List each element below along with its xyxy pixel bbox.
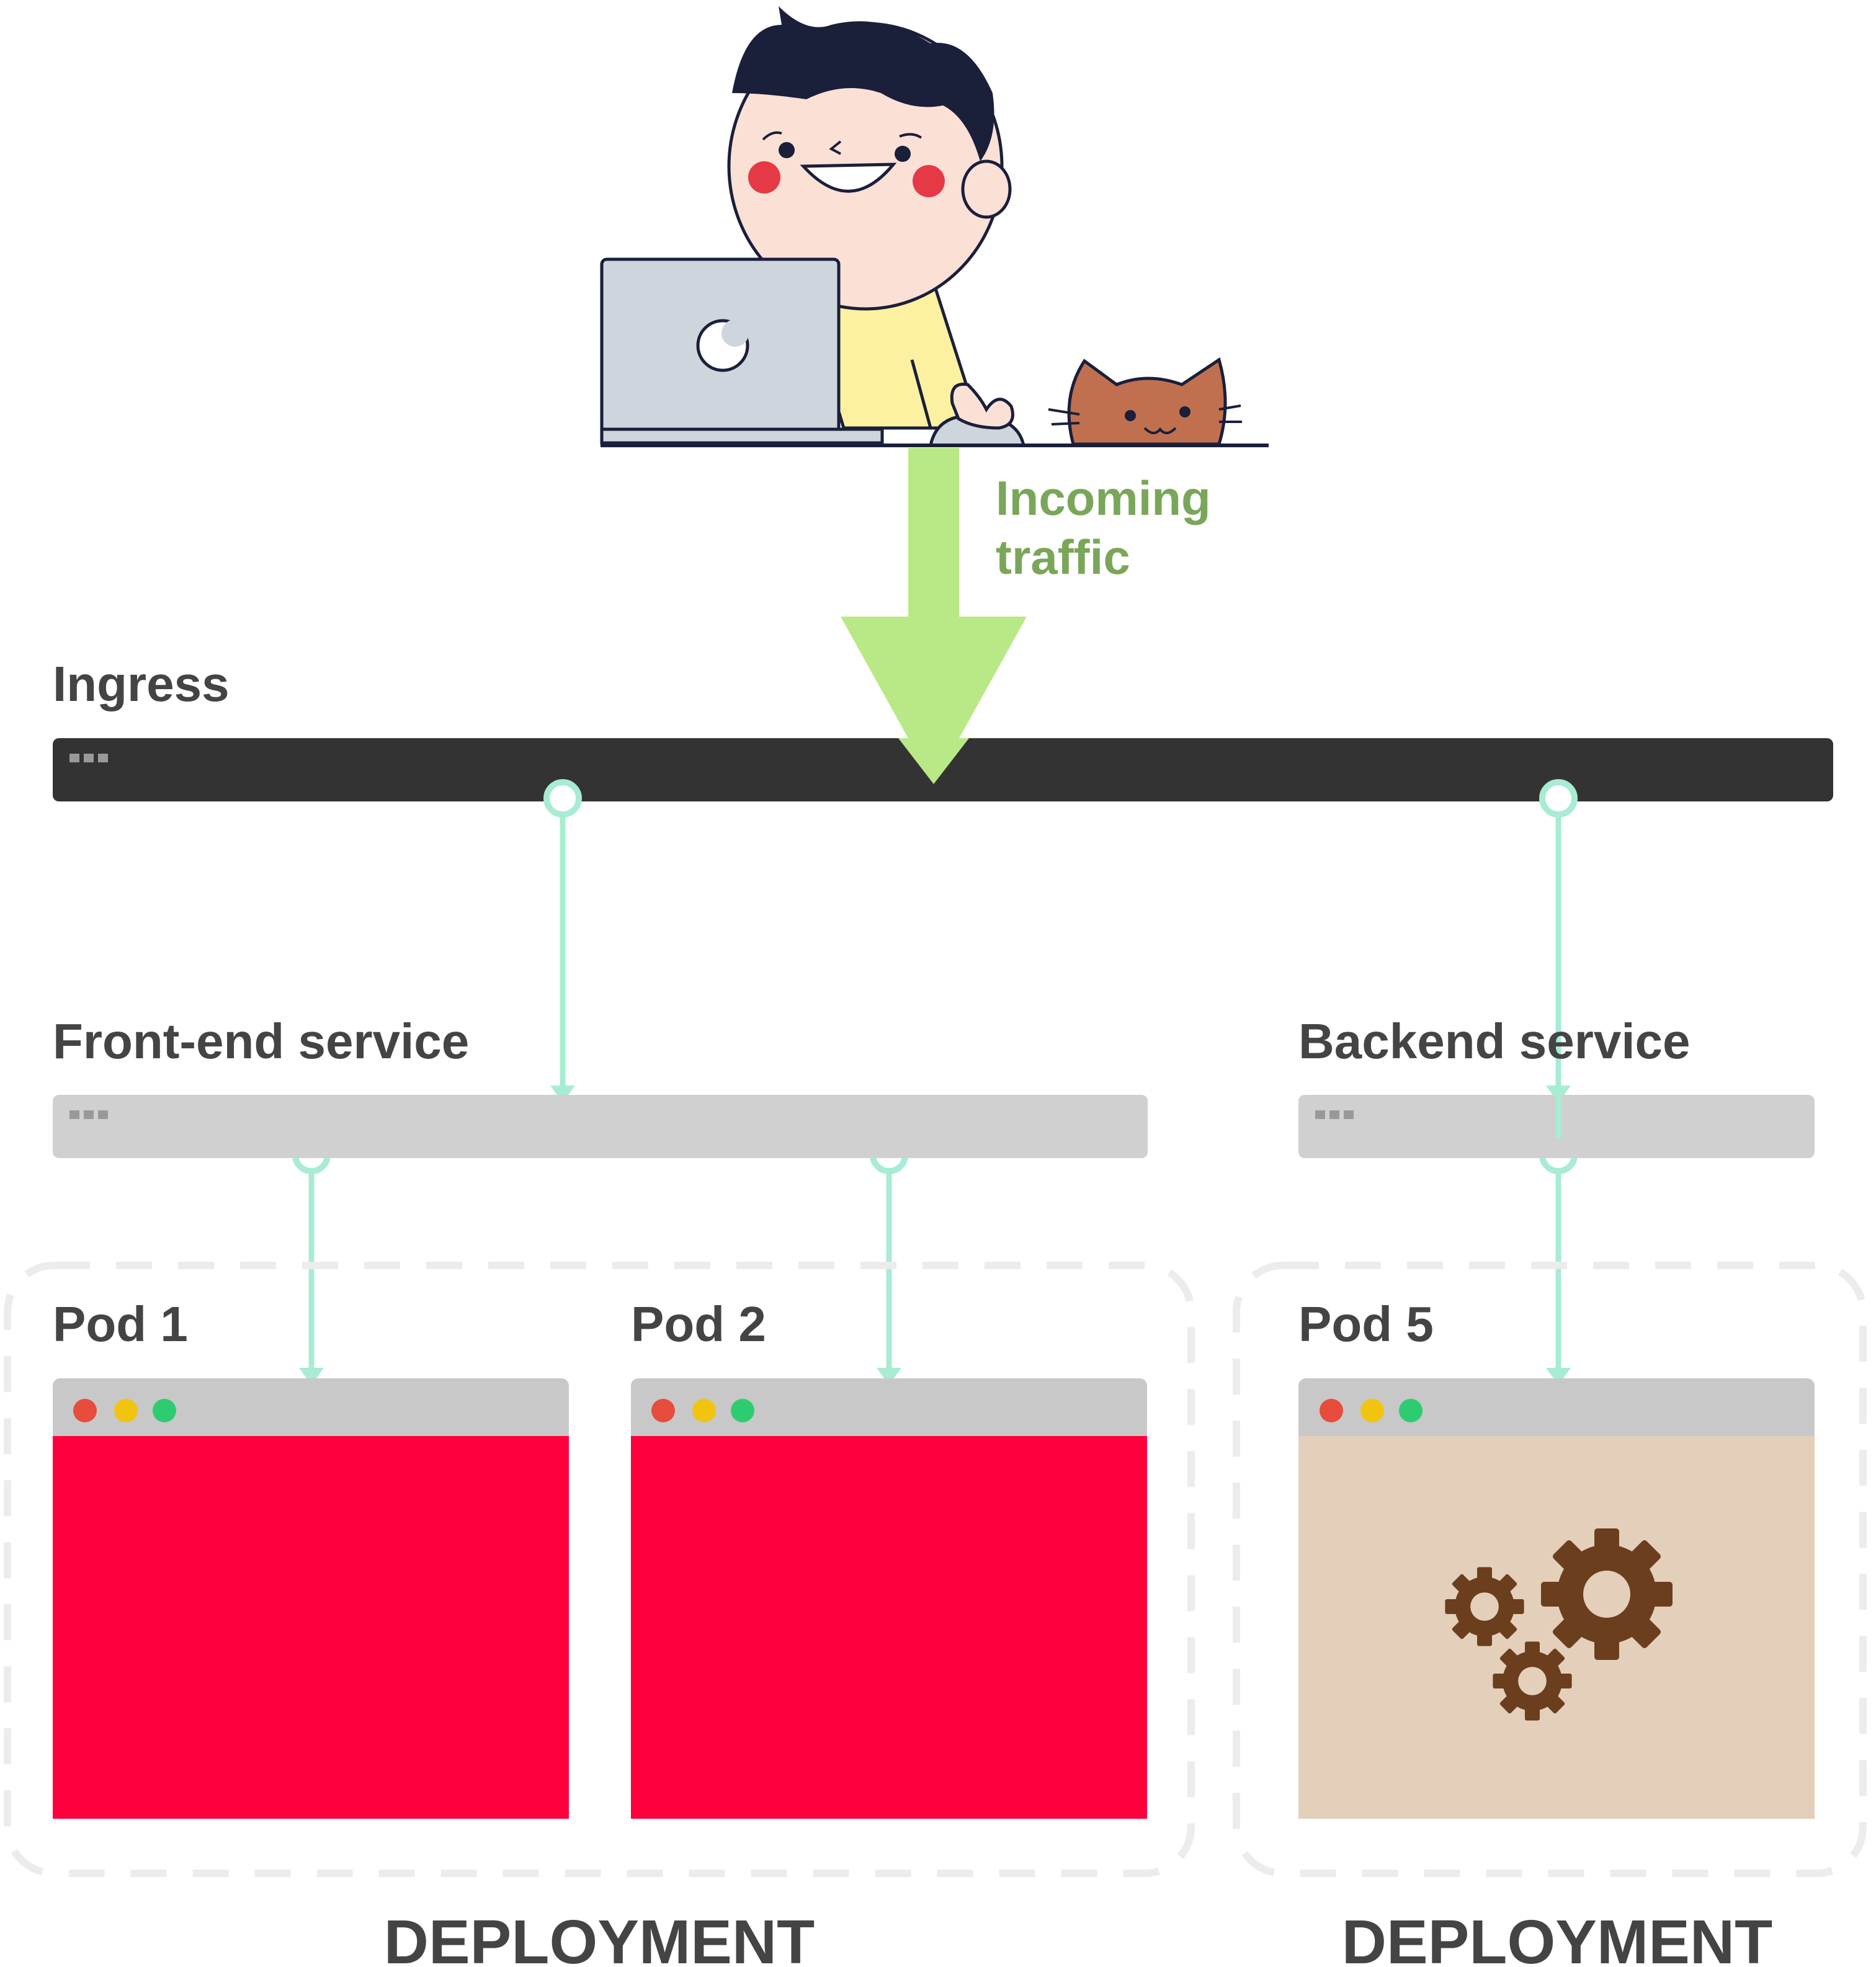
window-minimize-dot xyxy=(114,1399,138,1422)
pod-1-label: Pod 1 xyxy=(53,1296,188,1352)
frontend-service-bar xyxy=(53,1095,1148,1158)
window-minimize-dot xyxy=(1360,1399,1384,1422)
window-maximize-dot xyxy=(731,1399,754,1422)
backend-service-label: Backend service xyxy=(1298,1014,1691,1069)
cat-icon xyxy=(1048,357,1242,446)
pod-2-label: Pod 2 xyxy=(631,1296,766,1352)
frontend-service-label: Front-end service xyxy=(53,1014,469,1069)
frontend-service-bar-dots xyxy=(69,1110,108,1119)
window-maximize-dot xyxy=(1399,1399,1423,1422)
ingress-bar-dots xyxy=(69,754,108,762)
incoming-traffic-arrow xyxy=(841,448,1027,784)
person-with-laptop-icon xyxy=(600,6,1269,447)
connector-arrowheads xyxy=(299,1086,1571,1385)
deployment-box-frontend xyxy=(4,1262,1195,1877)
deployment-label-backend: DEPLOYMENT xyxy=(1342,1907,1772,1967)
pod-2-window xyxy=(631,1378,1147,1819)
gears-icon xyxy=(1445,1528,1673,1721)
traffic-label-line2: traffic xyxy=(996,530,1130,584)
traffic-label-line1: Incoming xyxy=(996,471,1211,525)
backend-service-bar-dots xyxy=(1315,1110,1354,1119)
window-maximize-dot xyxy=(153,1399,176,1422)
window-close-dot xyxy=(1320,1399,1343,1422)
ingress-label: Ingress xyxy=(53,656,230,711)
deployment-label-frontend: DEPLOYMENT xyxy=(384,1907,815,1967)
window-close-dot xyxy=(73,1399,97,1422)
window-minimize-dot xyxy=(692,1399,716,1422)
pod-5-window xyxy=(1298,1378,1815,1819)
connectors xyxy=(308,800,1561,1371)
window-close-dot xyxy=(651,1399,675,1422)
pod-5-label: Pod 5 xyxy=(1298,1296,1434,1352)
pod-1-window xyxy=(53,1378,569,1819)
deployment-box-backend xyxy=(1233,1262,1867,1877)
traffic-arrow-tip xyxy=(898,738,969,784)
